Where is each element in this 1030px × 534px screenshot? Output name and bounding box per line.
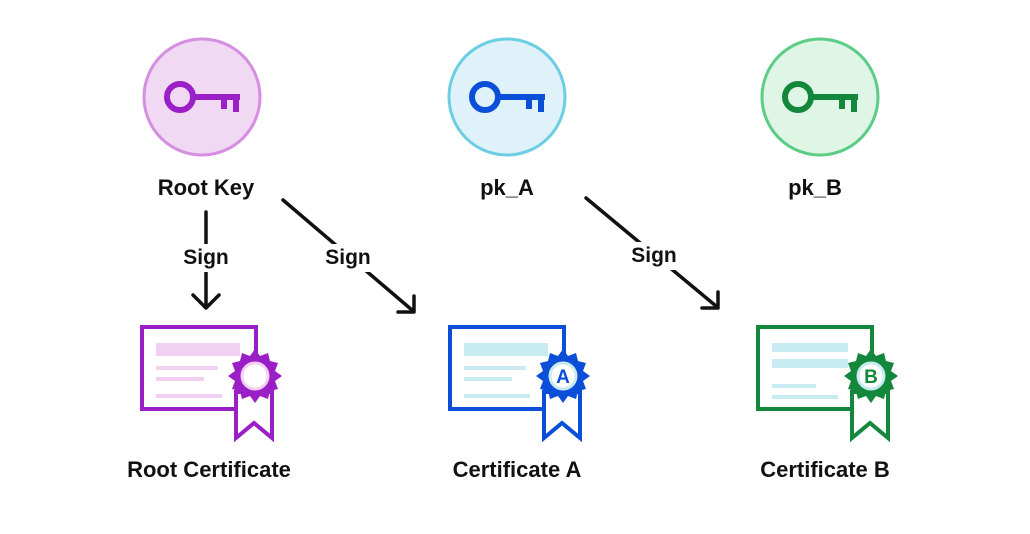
key-icon — [782, 81, 858, 113]
seal-letter: B — [864, 367, 878, 388]
key-node-a — [447, 37, 567, 157]
certificate-text-line — [156, 394, 222, 398]
key-icon — [164, 81, 240, 113]
certificate-text-line — [464, 394, 530, 398]
edge-label-sign: Sign — [627, 242, 681, 270]
certificate-text-line — [156, 377, 204, 381]
key-node-b — [760, 37, 880, 157]
edge-label-sign: Sign — [179, 244, 233, 272]
key-icon — [469, 81, 545, 113]
certificate-text-line — [156, 366, 218, 370]
certificate-label-a: Certificate A — [452, 457, 582, 482]
key-node-root — [142, 37, 262, 157]
edge-label-sign: Sign — [321, 244, 375, 272]
seal-center — [856, 361, 886, 391]
certificate-text-line — [772, 395, 838, 399]
certificate-label-b: Certificate B — [760, 457, 890, 482]
certificate-root — [140, 325, 282, 443]
certificate-title-line — [464, 343, 548, 356]
certificate-a: A — [448, 325, 590, 443]
seal-letter: A — [556, 367, 570, 388]
key-label-b: pk_B — [788, 175, 842, 200]
certificate-title-line — [772, 343, 848, 352]
key-label-a: pk_A — [480, 175, 534, 200]
certificate-b: B — [756, 325, 898, 443]
seal-center — [548, 361, 578, 391]
key-label-root: Root Key — [157, 175, 255, 200]
seal-center — [240, 361, 270, 391]
certificate-title-line — [156, 343, 240, 356]
certificate-text-line — [772, 359, 848, 368]
certificate-text-line — [464, 366, 526, 370]
certificate-label-root: Root Certificate — [127, 457, 291, 482]
certificate-text-line — [464, 377, 512, 381]
certificate-text-line — [772, 384, 816, 388]
